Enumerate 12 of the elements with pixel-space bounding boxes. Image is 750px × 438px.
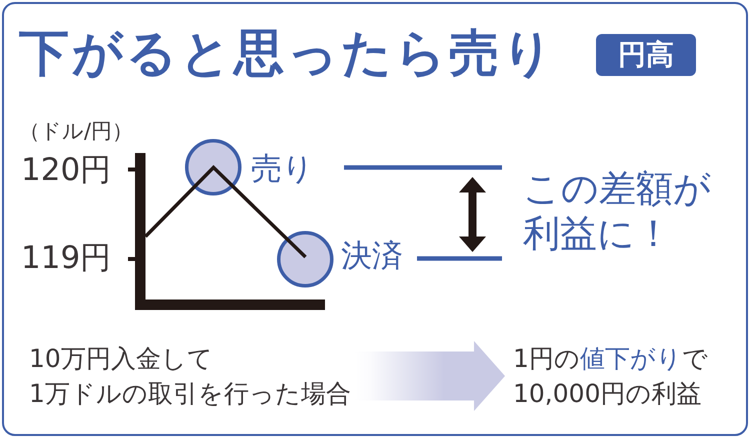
category-tag: 円高 [596,34,696,76]
point-label: 売り [251,151,314,187]
highlight-circle [277,231,334,288]
callout-text: この差額が利益に！ [523,166,711,256]
condition-text: 10万円入金して1万ドルの取引を行った場合 [29,341,351,411]
axis-unit-label: （ドル/円） [19,118,134,144]
tick-label: 119円 [21,240,112,276]
result-text: 1円の値下がりで10,000円の利益 [513,341,708,411]
point-label: 決済 [341,238,403,274]
highlight-circle [185,139,242,196]
title: 下がると思ったら売り [19,23,556,83]
tick-label: 120円 [21,152,112,188]
